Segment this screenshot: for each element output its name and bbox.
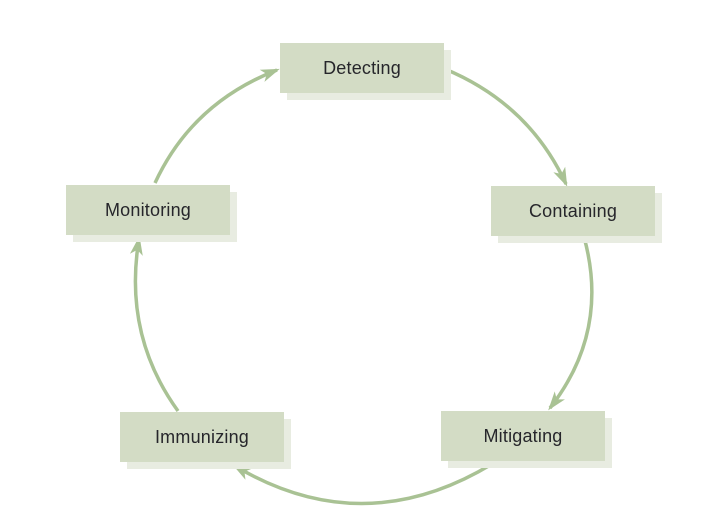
node-monitoring: Monitoring <box>66 185 230 235</box>
node-mitigating: Mitigating <box>441 411 605 461</box>
node-containing: Containing <box>491 186 655 236</box>
node-detecting: Detecting <box>280 43 444 93</box>
edge-containing-to-mitigating <box>548 236 594 411</box>
edge-mitigating-to-immunizing <box>232 462 493 506</box>
edge-detecting-to-containing <box>444 67 568 187</box>
node-immunizing: Immunizing <box>120 412 284 462</box>
edge-monitoring-to-detecting <box>153 68 280 184</box>
edge-immunizing-to-monitoring <box>129 236 180 413</box>
